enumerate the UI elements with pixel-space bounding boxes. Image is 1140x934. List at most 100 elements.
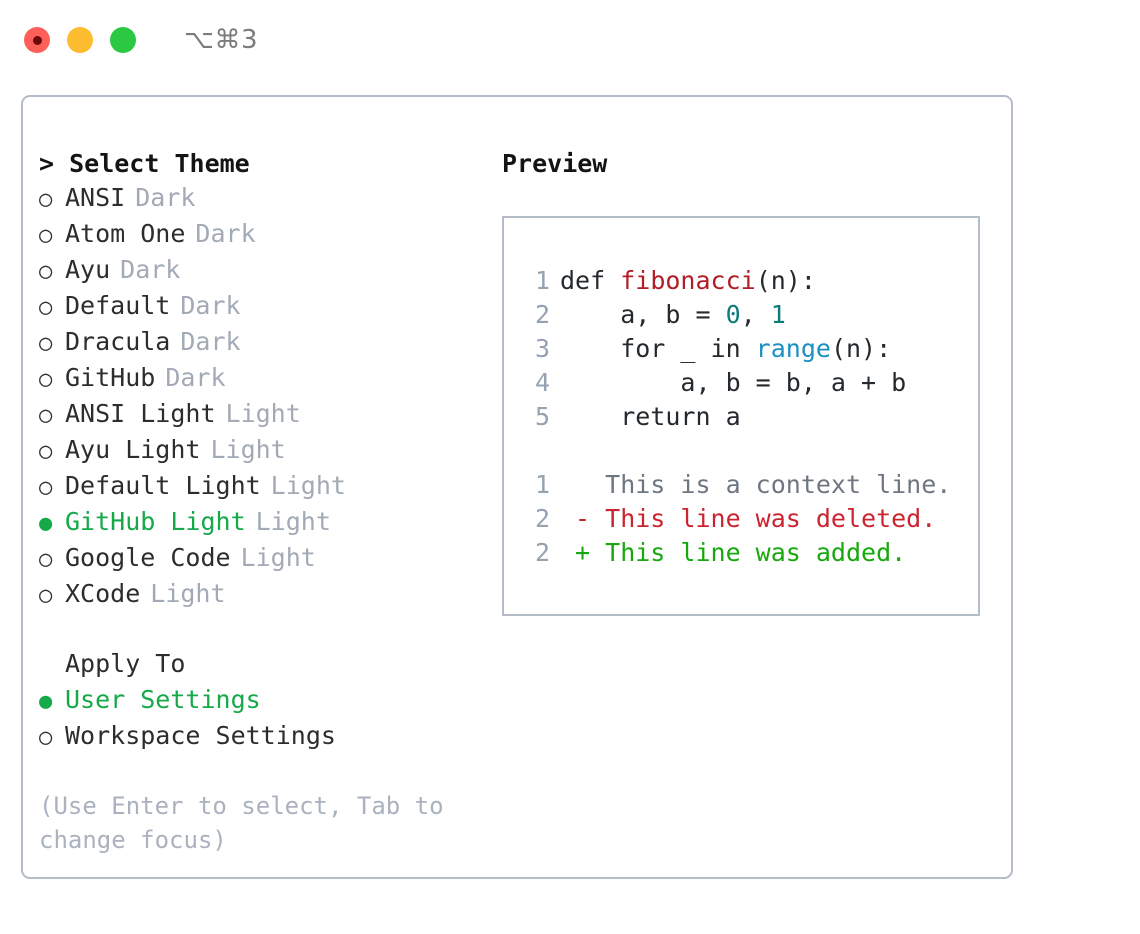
diff-line-text: - This line was deleted.: [560, 502, 936, 536]
apply-to-header-bullet-placeholder: ○: [39, 649, 65, 683]
theme-option-label: Default: [65, 291, 171, 320]
theme-option-label: Google Code: [65, 543, 231, 572]
token-del: - This line was deleted.: [560, 504, 937, 533]
apply-to-option-user-settings[interactable]: ● User Settings: [39, 683, 499, 719]
token-call: range: [755, 334, 831, 363]
apply-to-option-list: ● User Settings ○ Workspace Settings: [39, 683, 499, 755]
diff-line: 2 - This line was deleted.: [516, 502, 978, 536]
radio-unselected-icon: ○: [39, 583, 53, 608]
radio-unselected-icon: ○: [39, 439, 53, 464]
theme-option-label: Dracula: [65, 327, 171, 356]
title-bar: ⌥⌘3: [0, 0, 1140, 80]
theme-option-label: XCode: [65, 579, 141, 608]
radio-unselected-icon: ○: [39, 259, 53, 284]
theme-variant-badge: Light: [210, 435, 286, 464]
apply-to-option-workspace-settings[interactable]: ○ Workspace Settings: [39, 719, 499, 755]
token-plain: return a: [560, 402, 741, 431]
token-plain: (n):: [830, 334, 892, 363]
theme-option-label: Ayu Light: [65, 435, 201, 464]
code-line: 2 a, b = 0, 1: [516, 298, 978, 332]
line-number: 5: [534, 402, 550, 431]
theme-option-default[interactable]: ○ Default Dark: [39, 289, 499, 325]
code-line-text: def fibonacci(n):: [560, 264, 816, 298]
code-line: 3 for _ in range(n):: [516, 332, 978, 366]
radio-selected-icon: ●: [39, 689, 53, 714]
diff-line-text: + This line was added.: [560, 536, 906, 570]
token-plain: for _ in: [560, 334, 756, 363]
token-num: 1: [770, 300, 786, 329]
line-number: 3: [534, 334, 550, 363]
theme-variant-badge: Dark: [135, 183, 196, 212]
theme-variant-badge: Dark: [195, 219, 256, 248]
token-plain: (n):: [755, 266, 816, 295]
theme-option-label: GitHub Light: [65, 507, 246, 536]
code-line-text: return a: [560, 400, 741, 434]
keyboard-hint: (Use Enter to select, Tab to change focu…: [39, 792, 444, 854]
theme-option-label: ANSI Light: [65, 399, 216, 428]
minimize-button-icon[interactable]: [67, 27, 93, 53]
apply-to-option-label: User Settings: [65, 685, 261, 714]
radio-unselected-icon: ○: [39, 367, 53, 392]
theme-option-ayu-light[interactable]: ○ Ayu Light Light: [39, 433, 499, 469]
theme-variant-badge: Dark: [165, 363, 226, 392]
token-plain: ,: [740, 300, 771, 329]
code-line-text: a, b = 0, 1: [560, 298, 786, 332]
keyboard-shortcut-label: ⌥⌘3: [184, 25, 259, 55]
theme-option-label: ANSI: [65, 183, 126, 212]
theme-option-ansi-light[interactable]: ○ ANSI Light Light: [39, 397, 499, 433]
code-line: 5 return a: [516, 400, 978, 434]
theme-option-xcode[interactable]: ○ XCode Light: [39, 577, 499, 613]
maximize-button-icon[interactable]: [110, 27, 136, 53]
apply-to-header-row: ○ Apply To: [39, 647, 499, 683]
apply-to-header: Apply To: [65, 649, 186, 678]
radio-unselected-icon: ○: [39, 475, 53, 500]
line-number: 2: [534, 538, 550, 567]
line-number: 4: [534, 368, 550, 397]
preview-header: Preview: [502, 149, 608, 178]
theme-variant-badge: Light: [150, 579, 226, 608]
token-fn: fibonacci: [620, 266, 756, 295]
theme-variant-badge: Light: [270, 471, 346, 500]
token-num: 0: [725, 300, 741, 329]
theme-variant-badge: Light: [225, 399, 301, 428]
token-ctx: This is a context line.: [560, 470, 952, 499]
line-number: 2: [534, 504, 550, 533]
radio-unselected-icon: ○: [39, 331, 53, 356]
traffic-lights: [24, 27, 136, 53]
radio-unselected-icon: ○: [39, 295, 53, 320]
radio-selected-icon: ●: [39, 511, 53, 536]
theme-option-atom-one[interactable]: ○ Atom One Dark: [39, 217, 499, 253]
diff-sample: 1 This is a context line.2 - This line w…: [516, 468, 978, 570]
code-line-text: for _ in range(n):: [560, 332, 891, 366]
theme-option-label: Atom One: [65, 219, 186, 248]
diff-line: 1 This is a context line.: [516, 468, 978, 502]
recording-dot-icon: [32, 35, 42, 45]
token-plain: a, b =: [560, 300, 726, 329]
diff-line: 2 + This line was added.: [516, 536, 978, 570]
radio-unselected-icon: ○: [39, 403, 53, 428]
apply-to-option-label: Workspace Settings: [65, 721, 336, 750]
theme-variant-badge: Dark: [180, 291, 241, 320]
token-add: + This line was added.: [560, 538, 907, 567]
radio-unselected-icon: ○: [39, 725, 53, 750]
theme-variant-badge: Light: [240, 543, 316, 572]
radio-unselected-icon: ○: [39, 223, 53, 248]
line-number: 2: [534, 300, 550, 329]
close-button-icon[interactable]: [24, 27, 50, 53]
token-plain: a, b = b, a + b: [560, 368, 907, 397]
code-line: 4 a, b = b, a + b: [516, 366, 978, 400]
select-theme-header: > Select Theme: [39, 149, 250, 178]
